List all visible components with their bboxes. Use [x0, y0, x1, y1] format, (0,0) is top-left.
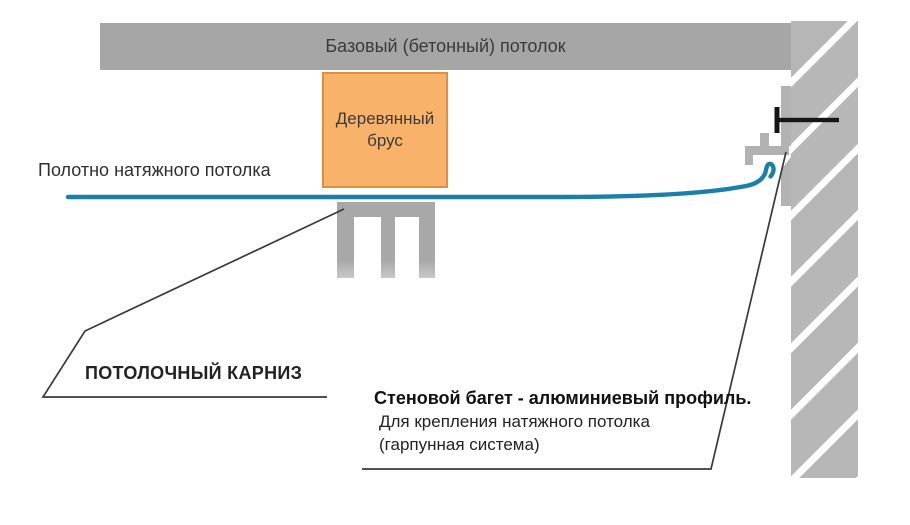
- pointer-line-cornice: [41, 208, 345, 398]
- wall-hatched: [791, 21, 858, 478]
- base-ceiling-label: Базовый (бетонный) потолок: [325, 36, 566, 56]
- wall-profile-back: [781, 86, 791, 146]
- baguette-line2: Для крепления натяжного потолка: [379, 412, 650, 431]
- wooden-beam-box: Деревянный брус: [322, 72, 448, 188]
- wall-profile-lower: [781, 157, 791, 206]
- fabric-line: [65, 161, 776, 200]
- baguette-label-block: Стеновой багет - алюминиевый профиль. Дл…: [374, 388, 794, 455]
- base-ceiling-bar: Базовый (бетонный) потолок: [100, 23, 791, 70]
- fastener-icon: [774, 107, 839, 133]
- pointer-line-baguette: [362, 151, 787, 470]
- cornice-profile: [337, 202, 435, 278]
- fabric-label: Полотно натяжного потолка: [38, 160, 271, 180]
- wall-profile-hook: [745, 133, 789, 165]
- cornice-label: ПОТОЛОЧНЫЙ КАРНИЗ: [85, 363, 303, 383]
- baguette-line3: (гарпунная система): [379, 435, 540, 454]
- wooden-beam-label: Деревянный брус: [335, 108, 435, 150]
- baguette-title: Стеновой багет - алюминиевый профиль.: [374, 388, 752, 408]
